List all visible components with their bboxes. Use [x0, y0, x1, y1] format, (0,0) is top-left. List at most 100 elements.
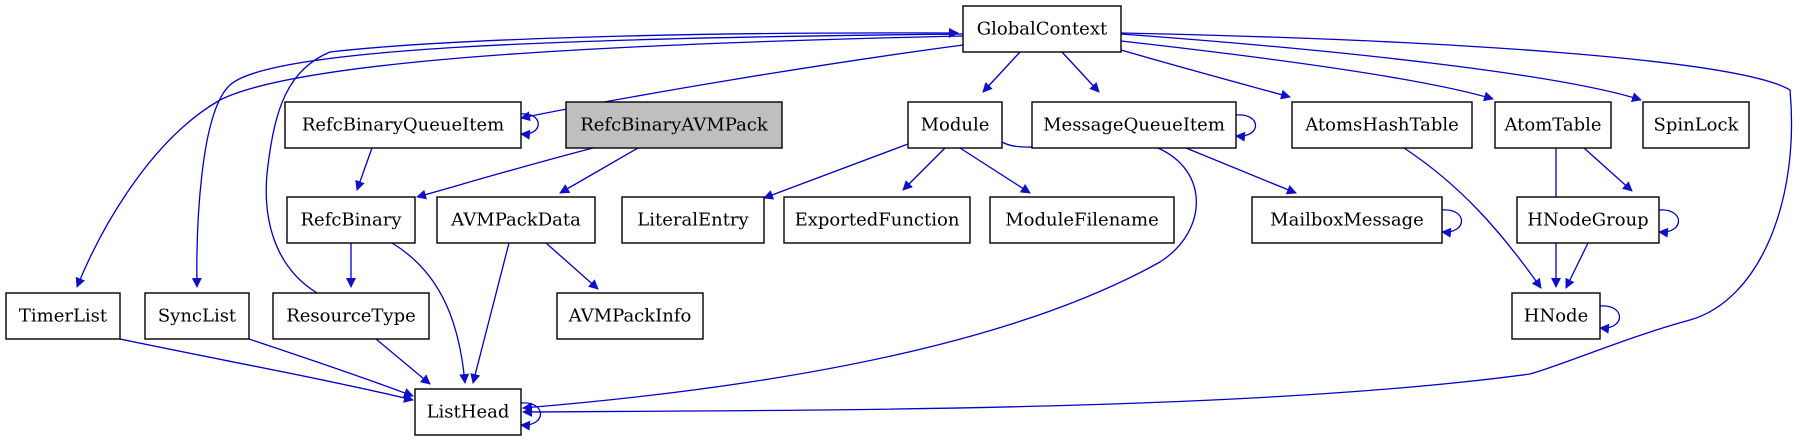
edge-global-context-to-message-queue-item — [1061, 51, 1100, 93]
node-label: RefcBinary — [300, 210, 402, 231]
node-module-filename[interactable]: ModuleFilename — [989, 196, 1175, 244]
edge-arrow — [1235, 114, 1256, 142]
edge-arrow — [902, 147, 946, 191]
node-exported-function[interactable]: ExportedFunction — [783, 196, 971, 244]
edge-arrow — [1120, 49, 1291, 100]
edge-global-context-to-atom-table — [1120, 40, 1494, 102]
edge-module-to-list-head — [522, 139, 1197, 413]
edge-arrow — [520, 402, 541, 431]
node-avm-pack-data[interactable]: AVMPackData — [436, 196, 596, 244]
edge-arrow — [470, 242, 510, 384]
node-label: ModuleFilename — [1005, 210, 1159, 231]
edge-hnode-group-to-hnode — [1565, 242, 1589, 289]
edge-arrow — [522, 32, 1793, 417]
edge-timer-list-to-list-head — [119, 338, 414, 403]
edge-arrow — [520, 113, 539, 140]
edge-arrow — [1658, 209, 1679, 238]
edge-atoms-hash-table-to-hnode — [1403, 147, 1542, 289]
node-label: ListHead — [427, 402, 510, 423]
node-label: AVMPackData — [450, 210, 581, 231]
node-label: RefcBinaryAVMPack — [580, 115, 769, 136]
edge-arrow — [391, 242, 470, 384]
edge-arrow — [355, 147, 373, 191]
edge-refc-binary-queue-item-to-refc-binary-queue-item — [520, 113, 539, 140]
node-spin-lock[interactable]: SpinLock — [1642, 101, 1750, 149]
edge-hnode-group-to-hnode-group — [1658, 209, 1679, 238]
edge-arrow — [1120, 33, 1642, 103]
node-literal-entry[interactable]: LiteralEntry — [621, 196, 765, 244]
edge-arrow — [1185, 147, 1297, 195]
node-list-head[interactable]: ListHead — [414, 388, 522, 436]
node-label: HNode — [1524, 306, 1588, 327]
edge-arrow — [75, 35, 964, 288]
node-message-queue-item[interactable]: MessageQueueItem — [1031, 101, 1237, 149]
node-global-context[interactable]: GlobalContext — [962, 5, 1122, 53]
edge-global-context-to-list-head — [522, 32, 1793, 417]
edge-module-to-exported-function — [902, 147, 946, 191]
edge-global-context-to-spin-lock — [1120, 33, 1642, 103]
edge-atom-table-to-hnode-group — [1583, 147, 1633, 192]
edge-avm-pack-data-to-list-head — [470, 242, 510, 384]
node-atoms-hash-table[interactable]: AtomsHashTable — [1291, 101, 1473, 149]
node-label: ResourceType — [286, 306, 416, 327]
edge-module-to-module-filename — [959, 147, 1031, 194]
edge-global-context-to-module — [982, 51, 1021, 93]
node-label: RefcBinaryQueueItem — [302, 115, 504, 136]
node-avm-pack-info[interactable]: AVMPackInfo — [556, 292, 704, 340]
node-label: AVMPackInfo — [568, 306, 692, 327]
edge-arrow — [1599, 305, 1620, 334]
edge-avm-pack-data-to-avm-pack-info — [545, 242, 599, 290]
node-label: AtomsHashTable — [1304, 115, 1459, 136]
node-resource-type[interactable]: ResourceType — [272, 292, 430, 340]
edge-global-context-to-timer-list — [75, 35, 964, 288]
node-timer-list[interactable]: TimerList — [5, 292, 121, 340]
edge-resource-type-to-global-context — [265, 27, 959, 294]
edge-global-context-to-sync-list — [191, 33, 964, 288]
edge-message-queue-item-to-message-queue-item — [1235, 114, 1256, 142]
nodes-layer: GlobalContext RefcBinaryQueueItem RefcBi… — [5, 5, 1750, 436]
edge-arrow — [559, 147, 639, 194]
node-label: MessageQueueItem — [1043, 115, 1225, 136]
node-atom-table[interactable]: AtomTable — [1494, 101, 1612, 149]
node-label: SyncList — [158, 306, 237, 327]
edge-arrow — [1583, 147, 1633, 192]
edge-arrow — [982, 51, 1021, 93]
node-label: AtomTable — [1503, 115, 1601, 136]
node-mailbox-message[interactable]: MailboxMessage — [1251, 196, 1443, 244]
edge-arrow — [416, 147, 594, 200]
node-hnode[interactable]: HNode — [1511, 292, 1601, 340]
edge-arrow — [522, 139, 1197, 413]
edge-arrow — [763, 143, 909, 200]
edge-arrow — [119, 338, 414, 403]
edge-message-queue-item-to-mailbox-message — [1185, 147, 1297, 195]
edge-arrow — [375, 338, 431, 385]
node-label: TimerList — [19, 306, 108, 327]
edge-sync-list-to-list-head — [248, 338, 414, 398]
node-refc-binary-queue-item[interactable]: RefcBinaryQueueItem — [284, 101, 522, 149]
edge-arrow — [265, 27, 959, 294]
edges-layer — [75, 27, 1793, 431]
edge-mailbox-message-to-mailbox-message — [1441, 209, 1462, 238]
node-label: LiteralEntry — [637, 210, 749, 231]
edge-refc-binary-to-list-head — [391, 242, 470, 384]
edge-arrow — [959, 147, 1031, 194]
edge-arrow — [1120, 40, 1494, 102]
node-label: HNodeGroup — [1527, 210, 1648, 231]
node-label: Module — [921, 115, 990, 136]
edge-arrow — [1565, 242, 1589, 289]
edge-global-context-to-atoms-hash-table — [1120, 49, 1291, 100]
node-label: SpinLock — [1654, 115, 1740, 136]
edge-refc-binary-avm-pack-to-avm-pack-data — [559, 147, 639, 194]
edge-list-head-to-list-head — [520, 402, 541, 431]
edge-arrow — [545, 242, 599, 290]
node-hnode-group[interactable]: HNodeGroup — [1516, 196, 1660, 244]
node-label: MailboxMessage — [1270, 210, 1424, 231]
node-module[interactable]: Module — [907, 101, 1003, 149]
node-label: ExportedFunction — [795, 210, 960, 231]
edge-arrow — [248, 338, 414, 398]
node-sync-list[interactable]: SyncList — [144, 292, 250, 340]
node-label: GlobalContext — [977, 19, 1108, 40]
node-refc-binary[interactable]: RefcBinary — [286, 196, 416, 244]
node-refc-binary-avm-pack[interactable]: RefcBinaryAVMPack — [565, 101, 783, 149]
